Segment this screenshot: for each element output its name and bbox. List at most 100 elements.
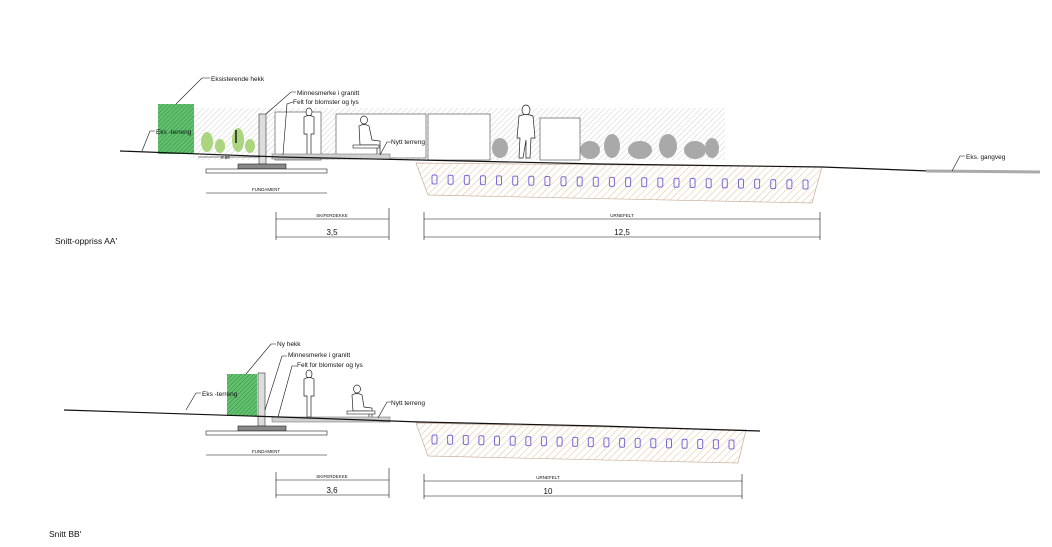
urn-marker [592, 176, 599, 187]
foundation-annotation: FUNDAMENT [252, 449, 280, 454]
urn-marker [728, 439, 735, 450]
seated-person [352, 115, 381, 158]
leader-line [245, 343, 276, 375]
urn-marker [478, 435, 485, 446]
urn-marker [603, 437, 610, 448]
urn-marker [560, 176, 567, 187]
urn-marker [447, 434, 454, 445]
urn-marker [572, 436, 579, 447]
background-shrubs [284, 128, 719, 159]
leader-line [264, 355, 287, 411]
urn-marker [689, 178, 696, 188]
urn-marker [587, 437, 594, 448]
urn-marker [681, 438, 688, 449]
urn-marker [479, 175, 486, 186]
foundation-annotation: FUNDAMENT [252, 187, 280, 192]
slate-surface [271, 416, 391, 423]
urn-field-dimension-value: 12,5 [614, 228, 630, 237]
leader-line [377, 401, 391, 419]
wall-panel [539, 117, 581, 161]
wall-panel [427, 113, 491, 161]
leader-line [282, 101, 294, 156]
section-a-title: Snitt-oppriss AA' [55, 236, 117, 246]
flower-field-label: Felt for blomster og lys [297, 362, 363, 369]
urn-marker [619, 437, 626, 448]
urn-marker [462, 435, 469, 445]
urn-marker [657, 177, 664, 188]
urn-marker [431, 174, 438, 185]
foundation-base [205, 430, 328, 436]
memorial-label: Minnesmerke i granitt [297, 90, 359, 97]
urn-marker [666, 438, 672, 449]
planting [201, 128, 255, 153]
small-dimension: 0.85 [221, 155, 230, 160]
existing-path-label: Eks. gangveg [966, 154, 1006, 161]
section-b: Ny hekk Minnesmerke i granitt Felt for b… [49, 341, 761, 539]
leader-line [175, 77, 210, 105]
new-hedge-label: Ny hekk [277, 341, 301, 348]
urn-marker [512, 175, 519, 186]
existing-path [925, 169, 1041, 174]
urn-marker [754, 178, 761, 189]
section-b-title: Snitt BB' [49, 529, 82, 539]
standing-person [516, 104, 536, 159]
new-terrain-label: Nytt terreng [391, 400, 425, 407]
leader-line [951, 155, 965, 172]
urn-marker [528, 175, 535, 186]
urn-field [415, 162, 823, 204]
urn-marker [608, 176, 615, 187]
urn-row [431, 174, 809, 190]
urn-marker [540, 436, 547, 447]
urn-marker [463, 174, 470, 185]
new-hedge [227, 374, 257, 416]
urn-row [431, 434, 735, 450]
leader-line [379, 141, 391, 156]
urn-marker [494, 435, 500, 446]
slate-dimension-value: 3,5 [326, 228, 338, 237]
urn-marker [650, 438, 657, 449]
urn-marker [738, 178, 744, 189]
urn-marker [712, 439, 719, 450]
existing-terrain-line [63, 409, 761, 432]
memorial-label: Minnesmerke i granitt [288, 352, 350, 359]
slate-dimension-value: 3,6 [326, 486, 338, 495]
urn-marker [634, 437, 641, 448]
urn-marker [556, 436, 563, 447]
urn-marker [625, 177, 632, 188]
slate-annotation: SKIFERDEKKE [316, 474, 348, 479]
leader-line [277, 365, 297, 418]
urn-marker [509, 435, 516, 446]
urn-field-annotation: URNEFELT [536, 475, 560, 480]
urn-field-dimension-value: 10 [544, 487, 553, 496]
urn-marker [673, 177, 680, 188]
urn-marker [721, 178, 728, 189]
foundation-base [205, 168, 328, 174]
urn-marker [770, 179, 777, 190]
foundation-block [237, 425, 287, 432]
existing-hedge-label: Eksisterende hekk [211, 76, 265, 83]
existing-hedge [158, 104, 194, 154]
urn-marker [786, 179, 793, 190]
foundation-block [237, 163, 287, 170]
wall-panel [335, 113, 427, 159]
flower-field-label: Felt for blomster og lys [293, 99, 359, 106]
urn-field-annotation: URNEFELT [610, 213, 634, 218]
urn-marker [544, 176, 551, 186]
new-terrain-label: Nytt terreng [391, 139, 425, 146]
urn-marker [697, 439, 704, 449]
urn-marker [447, 174, 454, 185]
leader-line [185, 392, 201, 411]
existing-terrain-label: Eks -terreng [202, 391, 238, 398]
slate-annotation: SKIFERDEKKE [316, 213, 348, 218]
seated-person [346, 384, 376, 419]
urn-marker [705, 178, 712, 189]
urn-marker [431, 434, 438, 445]
existing-terrain-label: Eks -terreng [156, 129, 192, 136]
memorial-stone [257, 372, 266, 427]
leader-line [141, 130, 155, 152]
existing-terrain-line [119, 150, 931, 172]
urn-marker [802, 179, 809, 190]
urn-marker [641, 177, 648, 188]
urn-marker [496, 175, 502, 186]
